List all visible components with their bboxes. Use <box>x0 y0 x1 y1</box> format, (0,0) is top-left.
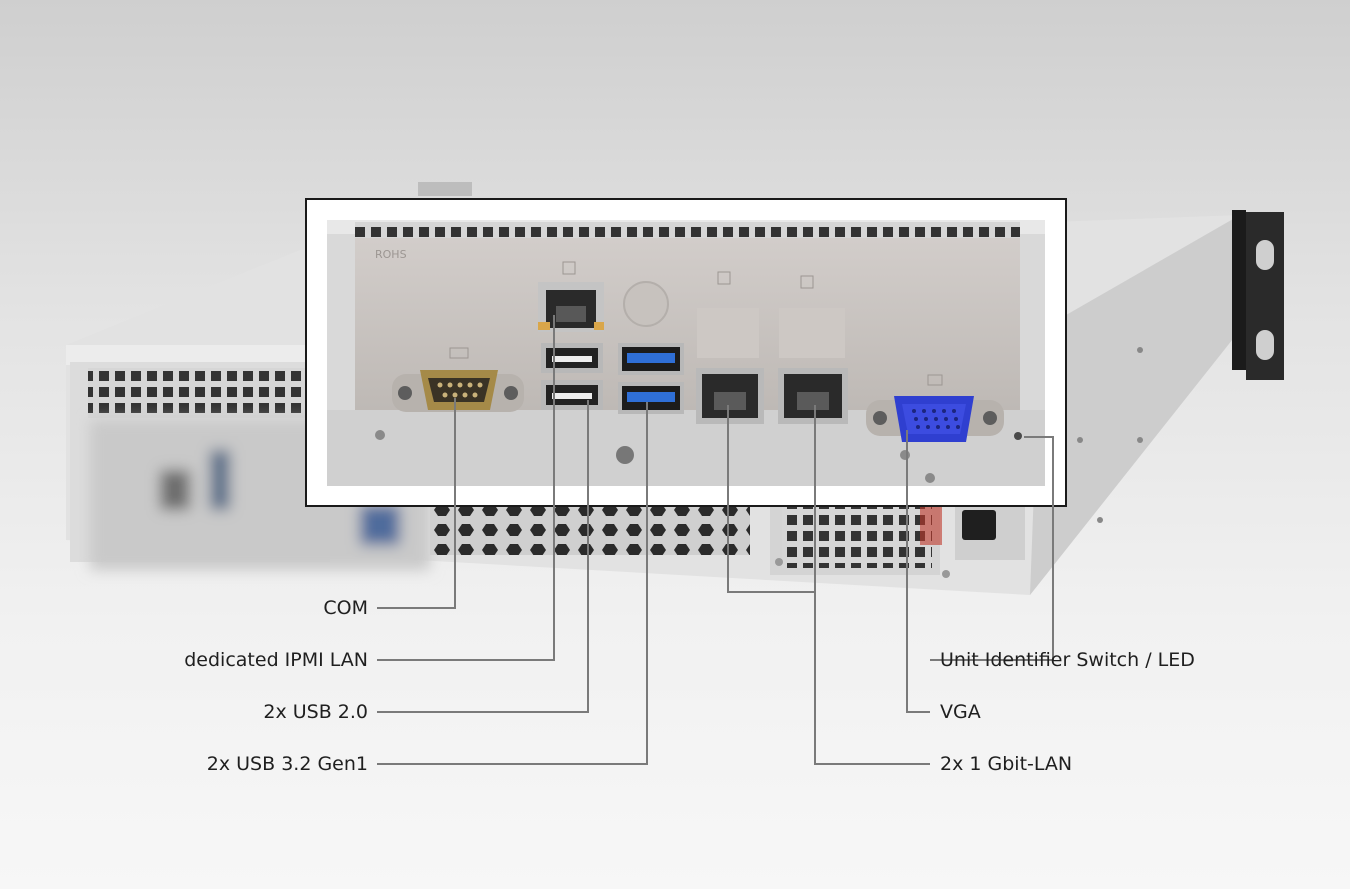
leader-usb2 <box>377 400 589 713</box>
label-com: COM <box>323 597 368 619</box>
usb3-ports <box>618 281 684 414</box>
label-ipmi-lan: dedicated IPMI LAN <box>184 649 368 671</box>
leader-com <box>377 398 456 609</box>
vga-port <box>866 374 1004 442</box>
leader-vga <box>906 430 930 713</box>
label-vga: VGA <box>940 701 981 723</box>
usb2-ports <box>541 343 603 410</box>
leader-gbit-lan <box>814 405 930 765</box>
label-uid: Unit Identifier Switch / LED <box>940 649 1195 671</box>
leader-usb3 <box>377 402 648 765</box>
leader-uid <box>930 436 1054 661</box>
leader-ipmi-lan <box>377 315 555 661</box>
leader-lan-a <box>727 405 815 593</box>
com-port <box>392 347 524 412</box>
gbit-lan-ports <box>696 271 848 424</box>
io-panel-zoom: ROHS <box>305 198 1067 507</box>
ipmi-lan-port <box>538 261 604 332</box>
label-gbit-lan: 2x 1 Gbit-LAN <box>940 753 1073 775</box>
uid-switch <box>1014 432 1022 440</box>
label-usb3: 2x USB 3.2 Gen1 <box>206 753 368 775</box>
leader-lines <box>377 315 1054 765</box>
rohs-mark: ROHS <box>375 248 407 261</box>
label-usb2: 2x USB 2.0 <box>263 701 368 723</box>
